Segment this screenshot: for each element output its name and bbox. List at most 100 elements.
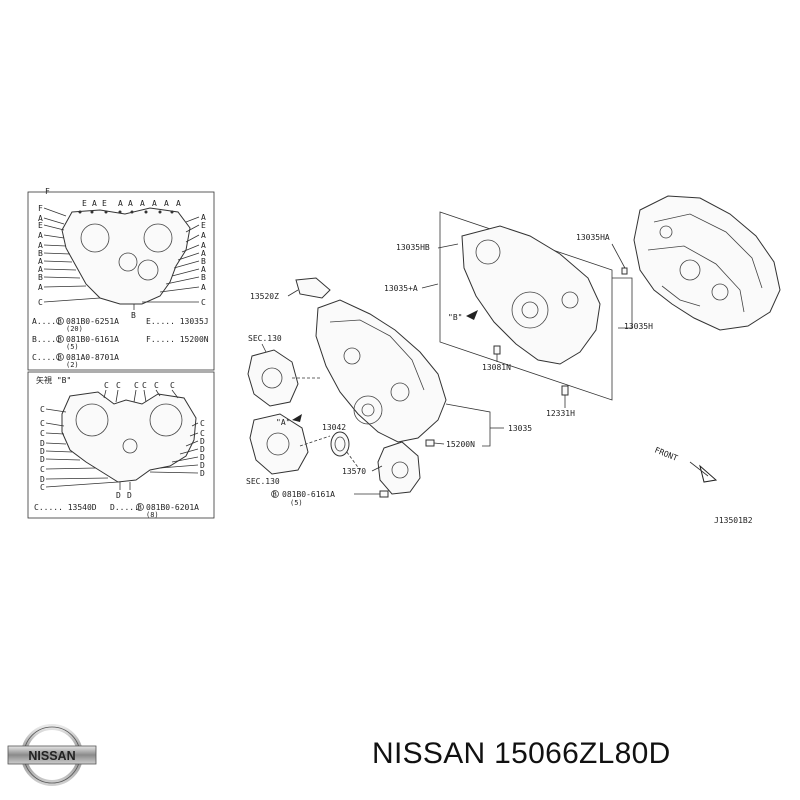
label-bolt-code: 081B0-6161A [282,490,335,499]
label-15200N: 15200N [446,440,475,449]
letter: E [102,199,107,208]
main-exploded-view: 13520Z SEC.130 SEC.130 "A" "B" 13042 [246,195,781,525]
diagram-letter: C [38,298,43,307]
diagram-letter: (2) [66,361,79,369]
diagram-letter: A [201,249,206,258]
diagram-letter: 081A0-8701A [66,353,119,362]
diagram-letter: A [38,231,43,240]
label-sec130-upper: SEC.130 [248,334,282,343]
diagram-letter: A..... [32,317,61,326]
diagram-letter: E [38,221,43,230]
letter-b-bottom: B [131,311,136,320]
label-13035: 13035 [508,424,532,433]
letter: F [45,187,50,196]
label-bolt-qty: (5) [290,499,303,507]
diagram-letter: C [40,465,45,474]
label-13035H: 13035H [624,322,653,331]
diagram-letter: 081B0-6161A [66,335,119,344]
diagram-letter: C [170,381,175,390]
product-title: NISSAN 15066ZL80D [372,737,671,770]
inset-front-left-letters: F A E A A B A A B A C [38,204,43,307]
diagram-letter: D [200,437,205,446]
diagram-letter: (20) [66,325,83,333]
diagram-letter: C [200,429,205,438]
diagram-letter: 081B0-6201A [146,503,199,512]
view-b-label: "B" [448,313,462,322]
inset-view-b-frame [27,371,215,519]
svg-text:B: B [273,491,277,499]
water-pump-upper [247,349,299,407]
diagram-letter: A [38,257,43,266]
plug-15200N [425,439,435,447]
cover-13570 [377,441,421,495]
letter: A [152,199,157,208]
diagram-letter: F [38,204,43,213]
diagram-letter: A [38,241,43,250]
label-13035HA: 13035HA [576,233,610,242]
view-b-right-letters: C C D D D D D [200,419,205,478]
label-13081N: 13081N [482,363,511,372]
water-pump-lower [249,413,309,475]
diagram-letter: A [38,265,43,274]
seal-13042 [330,431,350,457]
diagram-letter: D..... [110,503,139,512]
letter: E [82,199,87,208]
svg-text:B: B [58,318,62,326]
diagram-letter: A [201,231,206,240]
label-12331H: 12331H [546,409,575,418]
label-13035HB: 13035HB [396,243,430,252]
gasket-13520Z [295,277,331,299]
inset-front-view: F E A E A A A A A A F A E A A B A A B A … [27,187,215,371]
diagram-letter: D [40,475,45,484]
sensor-13081N [493,345,501,355]
label-13042: 13042 [322,423,346,432]
diagram-letter: A [38,283,43,292]
diagram-letter: C [40,429,45,438]
diagram-letter: 081B0-6251A [66,317,119,326]
view-b-top-letters: C C C C C C [104,381,175,390]
diagram-letter: C..... [32,353,61,362]
diagram-letter: A [38,214,43,223]
diagram-letter: D [127,491,132,500]
diagram-letter: D [116,491,121,500]
front-timing-cover [461,225,601,365]
inset-front-right-letters: A E A A A B A B A C [201,213,206,307]
diagram-letter: C [104,381,109,390]
nissan-logo-text: NISSAN [28,749,75,763]
inset-front-frame [27,191,215,371]
label-13570: 13570 [342,467,366,476]
diagram-letter: D [200,461,205,470]
inset-front-legend: A..... B 081B0-6251A (20) E..... 13035J … [32,317,209,369]
diagram-letter: F..... 15200N [146,335,209,344]
svg-text:B: B [58,354,62,362]
view-b-title: 矢視 "B" [36,375,71,385]
letter: A [118,199,123,208]
diagram-letter: C [40,405,45,414]
diagram-letter: C..... 13540D [34,503,97,512]
letter: A [128,199,133,208]
letter: A [140,199,145,208]
diagram-letter: B [38,273,43,282]
diagram-letter: D [200,469,205,478]
diagram-letter: E..... 13035J [146,317,209,326]
letter: A [92,199,97,208]
view-a-label: "A" [276,418,290,427]
diagram-letter: A [201,241,206,250]
label-13520Z: 13520Z [250,292,279,301]
diagram-letter: (5) [66,343,79,351]
label-sec130-lower: SEC.130 [246,477,280,486]
diagram-letter: C [134,381,139,390]
diagram-letter: D [200,445,205,454]
diagram-letter: D [40,439,45,448]
label-13035A: 13035+A [384,284,418,293]
diagram-letter: C [154,381,159,390]
diagram-letter: A [201,265,206,274]
diagram-letter: D [40,455,45,464]
front-direction-label: FRONT [653,446,679,463]
diagram-letter: E [201,221,206,230]
svg-text:B: B [138,504,142,512]
view-b-legend: C..... 13540D D..... B 081B0-6201A (8) [34,503,199,519]
diagram-letter: D [200,453,205,462]
inset-view-b: 矢視 "B" C C C C C C C C C D D D C D C [27,371,215,519]
